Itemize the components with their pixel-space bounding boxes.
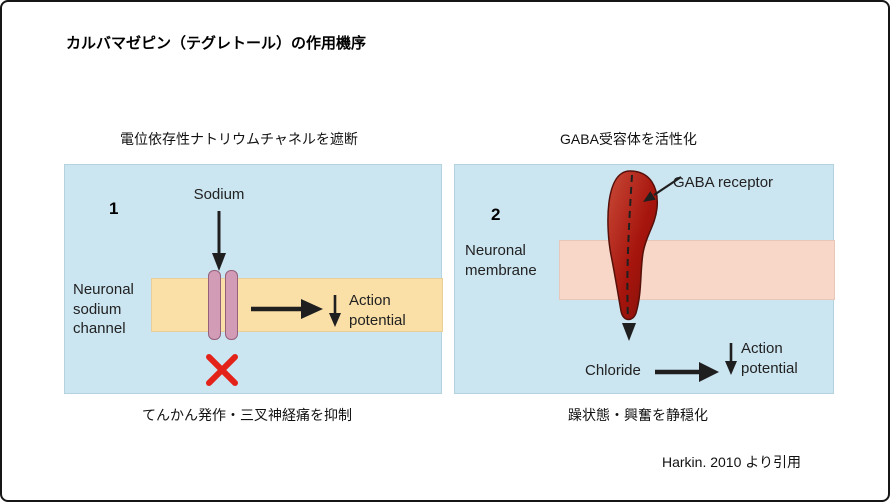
left-panel-bottom-caption: てんかん発作・三叉神経痛を抑制 [142,407,352,423]
receptor-pointer-arrow-icon [643,176,682,202]
action-potential-label: Action potential [741,340,798,377]
neuronal-membrane-band [559,240,835,300]
right-panel-bottom-caption: 躁状態・興奮を静穏化 [568,407,708,423]
left-panel-top-caption: 電位依存性ナトリウムチャネルを遮断 [120,131,358,147]
gaba-receptor-icon [607,170,658,321]
gaba-receptor-panel: 2 GABA receptor Neuronal membrane [454,164,835,394]
chloride-right-arrow-icon [655,362,719,382]
action-potential-label: Action potential [349,292,406,329]
decrease-arrow-icon [725,343,737,375]
blocked-x-icon [206,354,238,386]
panel-number-2: 2 [491,205,501,224]
decrease-arrow-icon [329,295,341,327]
citation-text: Harkin. 2010 より引用 [662,454,801,470]
sodium-membrane-band [151,278,443,332]
panel-number-1: 1 [109,199,119,218]
neuronal-sodium-channel-label: Neuronal sodium channel [73,281,134,337]
sodium-label: Sodium [193,186,245,203]
figure-title: カルバマゼピン（テグレトール）の作用機序 [66,35,367,52]
right-panel-top-caption: GABA受容体を活性化 [560,131,697,147]
sodium-channel-bar [225,270,238,340]
chloride-label: Chloride [585,362,641,379]
sodium-down-arrow-icon [212,211,226,271]
sodium-channel-panel: 1 Sodium Neuronal sodium channel Action … [64,164,443,394]
gaba-receptor-label: GABA receptor [673,174,774,191]
block-right-arrow-icon [251,299,323,319]
chloride-flow-dashed-arrow-icon [622,174,636,341]
sodium-channel-bar [208,270,221,340]
neuronal-membrane-label: Neuronal membrane [465,242,537,279]
